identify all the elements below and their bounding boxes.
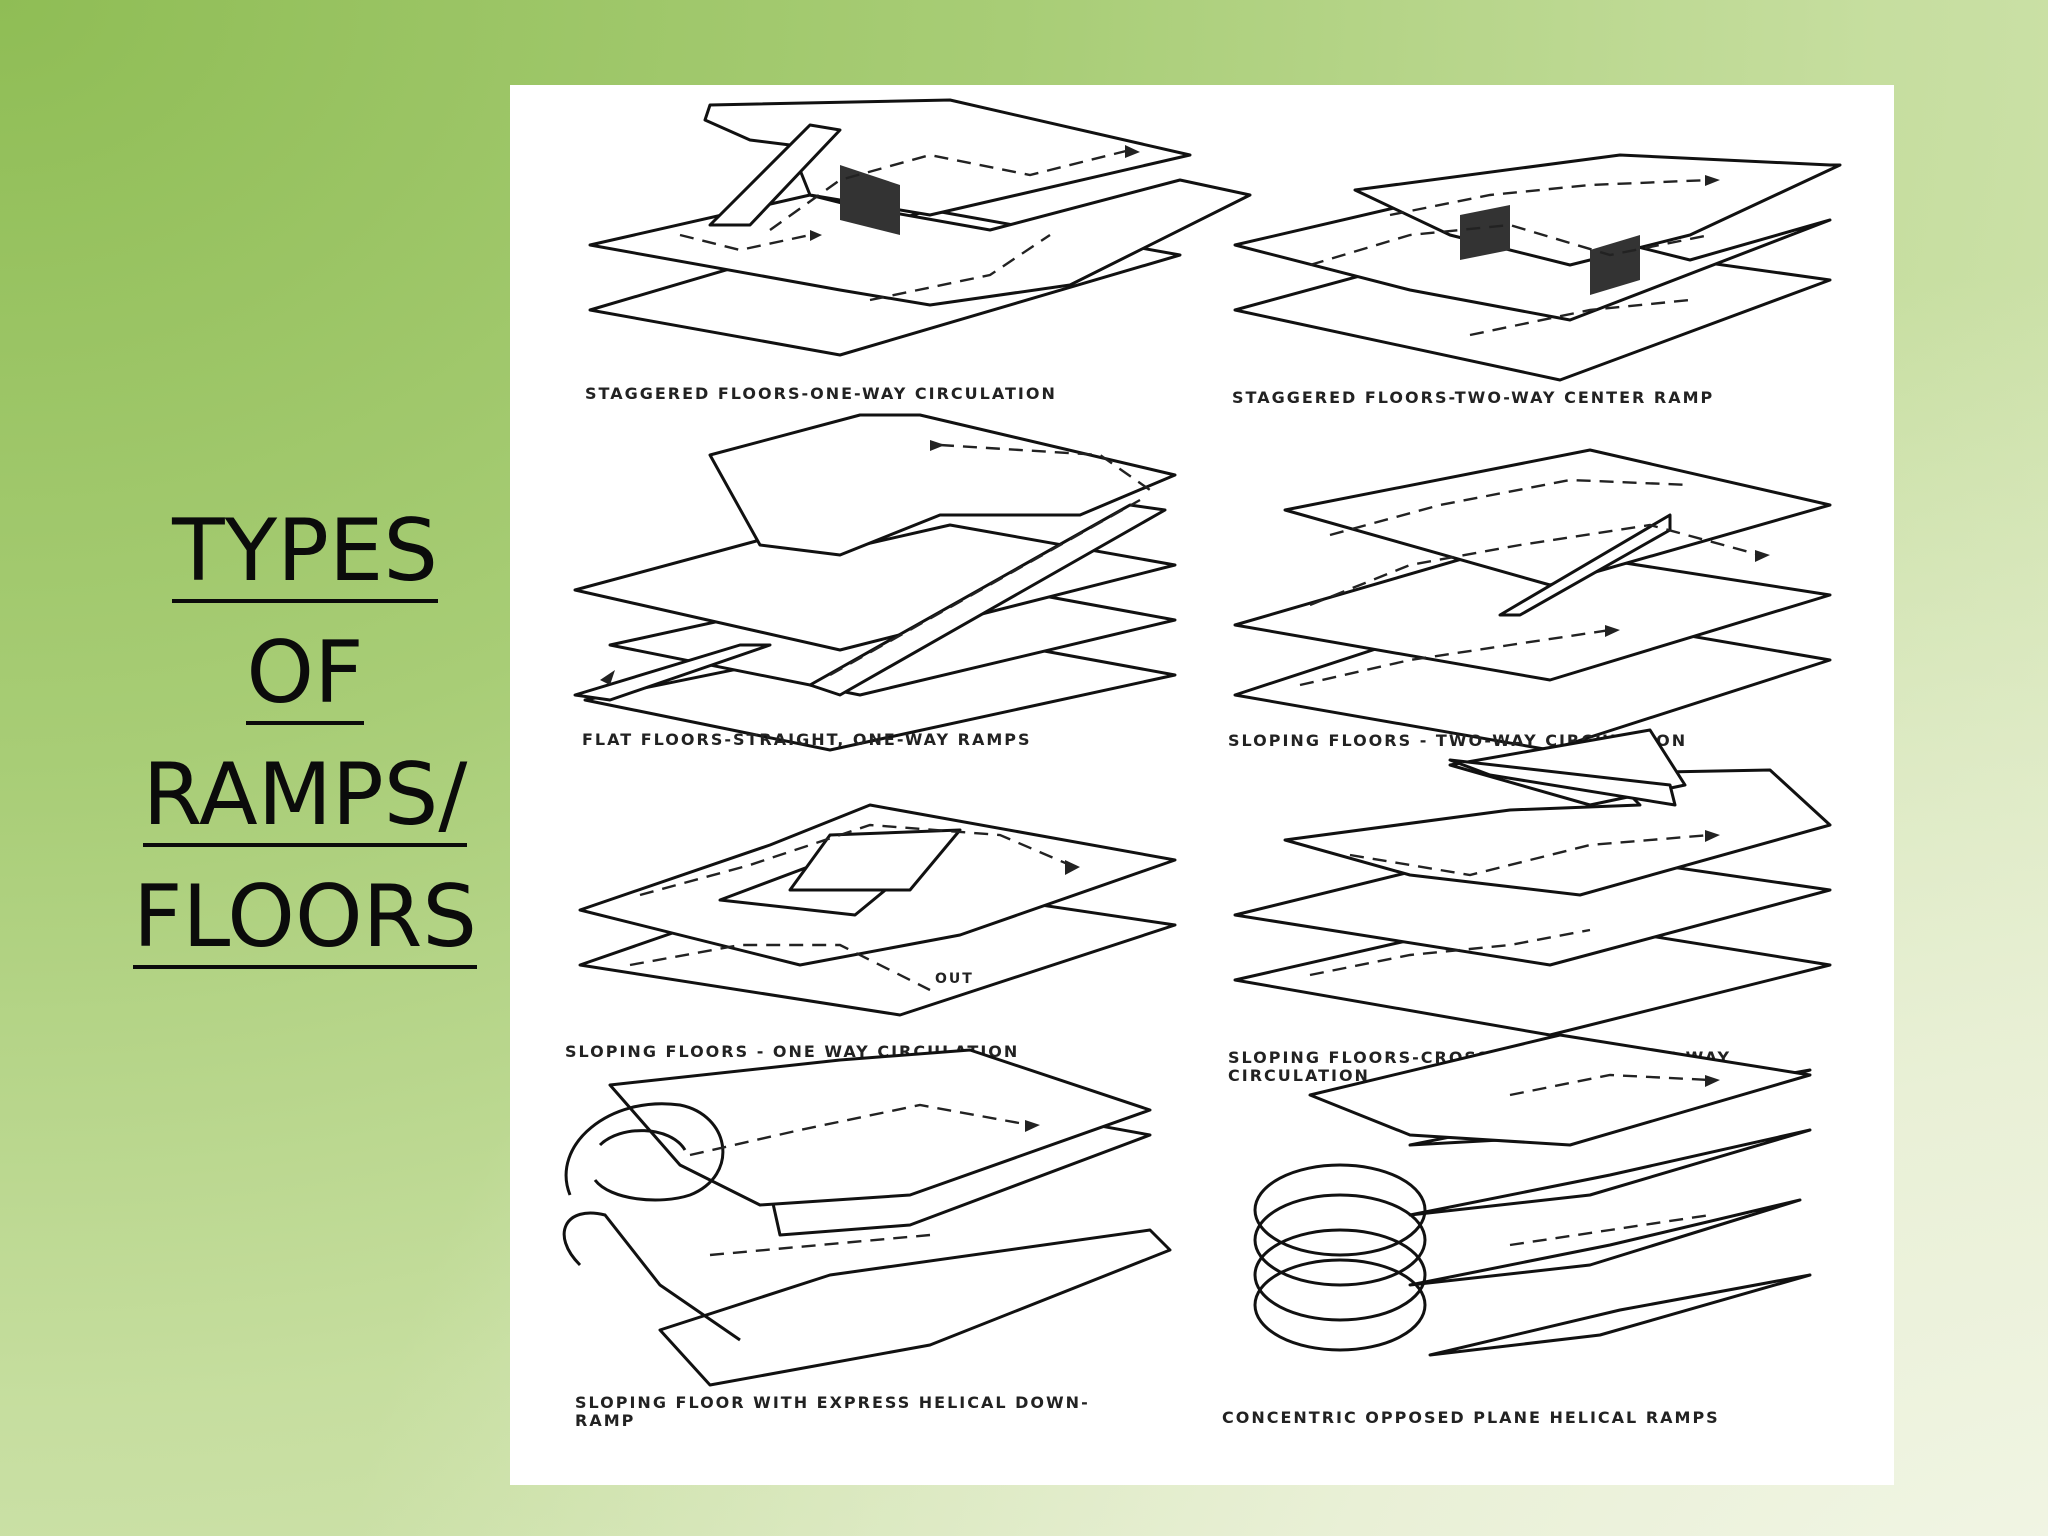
slide-title: TYPES OF RAMPS/ FLOORS [110,490,500,978]
ramp-diagrams-figure: STAGGERED FLOORS-ONE-WAY CIRCULATION STA… [562,98,1842,1430]
diagram-sloping-cross-connected [1233,728,1832,1037]
caption-helical-line-1: SLOPING FLOOR WITH EXPRESS HELICAL DOWN- [575,1393,1090,1412]
diagram-flat-floors [573,413,1177,752]
caption-staggered-one-way: STAGGERED FLOORS-ONE-WAY CIRCULATION [585,384,1057,403]
title-line-4: FLOORS [132,867,478,969]
ramp-diagrams-panel: STAGGERED FLOORS-ONE-WAY CIRCULATION STA… [510,85,1894,1485]
title-line-1: TYPES [172,501,438,603]
label-out: OUT [935,971,974,987]
diagram-staggered-one-way [588,98,1252,357]
title-line-2: OF [246,623,364,725]
diagram-sloping-one-way: OUT [578,803,1177,1017]
diagram-helical-down-ramp [562,1048,1172,1387]
caption-helical-line-2: RAMP [575,1411,635,1430]
diagram-concentric-helical [1253,1033,1812,1357]
caption-sloping-cross-line-2: CIRCULATION [1228,1066,1370,1085]
diagram-sloping-two-way [1233,448,1832,752]
diagram-staggered-two-way [1233,153,1842,382]
caption-staggered-two-way: STAGGERED FLOORS-TWO-WAY CENTER RAMP [1232,388,1714,407]
caption-concentric-helical: CONCENTRIC OPPOSED PLANE HELICAL RAMPS [1222,1408,1720,1427]
caption-flat-floors: FLAT FLOORS-STRAIGHT, ONE-WAY RAMPS [582,730,1032,749]
title-line-3: RAMPS/ [142,745,468,847]
